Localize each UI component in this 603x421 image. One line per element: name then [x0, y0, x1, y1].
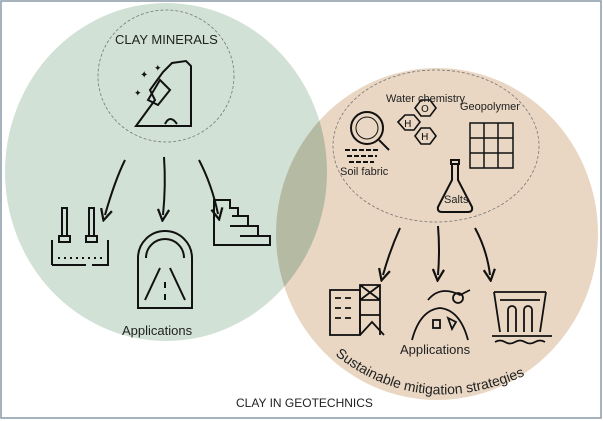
salts-flask-icon: [436, 159, 474, 213]
soil-fabric-label: Soil fabric: [340, 166, 389, 178]
mineral-rock-icon: ✦ ✦ ✦: [134, 59, 192, 127]
svg-text:H: H: [404, 119, 412, 130]
dam-icon: [492, 291, 552, 345]
construction-building-icon: [329, 284, 385, 336]
factors-dashed-circle: [332, 69, 540, 223]
svg-text:H: H: [421, 132, 429, 143]
svg-text:✦: ✦: [134, 89, 142, 99]
arrow-icon: [163, 156, 165, 215]
svg-text:✦: ✦: [140, 70, 148, 81]
arrow-icon: [383, 227, 401, 275]
left-arrows: [105, 156, 218, 215]
soil-fabric-icon: [345, 111, 390, 163]
svg-text:✦: ✦: [154, 64, 162, 74]
retaining-wall-icon: [213, 199, 271, 246]
arrow-icon: [438, 225, 439, 275]
minerals-dashed-circle: [97, 9, 235, 143]
foundation-piles-icon: [51, 207, 109, 266]
tunnel-road-icon: [137, 230, 193, 309]
clay-minerals-circle: [5, 3, 327, 341]
arrow-icon: [198, 159, 218, 214]
right-applications-label: Applications: [400, 342, 471, 357]
arrow-icon: [105, 159, 126, 215]
salts-label: Salts: [444, 194, 469, 206]
left-applications-label: Applications: [122, 323, 193, 338]
svg-text:O: O: [421, 104, 429, 115]
diagram-title: CLAY IN GEOTECHNICS: [236, 396, 373, 410]
arrow-icon: [474, 227, 490, 275]
right-arrows: [383, 225, 490, 275]
clay-minerals-heading: CLAY MINERALS: [115, 32, 218, 47]
geopolymer-label: Geopolymer: [460, 101, 520, 113]
geopolymer-icon: [469, 122, 514, 169]
water-molecule-icon: H O H: [396, 99, 437, 145]
water-chemistry-label: Water chemistry: [386, 93, 466, 105]
landfill-waste-icon: [411, 289, 471, 341]
